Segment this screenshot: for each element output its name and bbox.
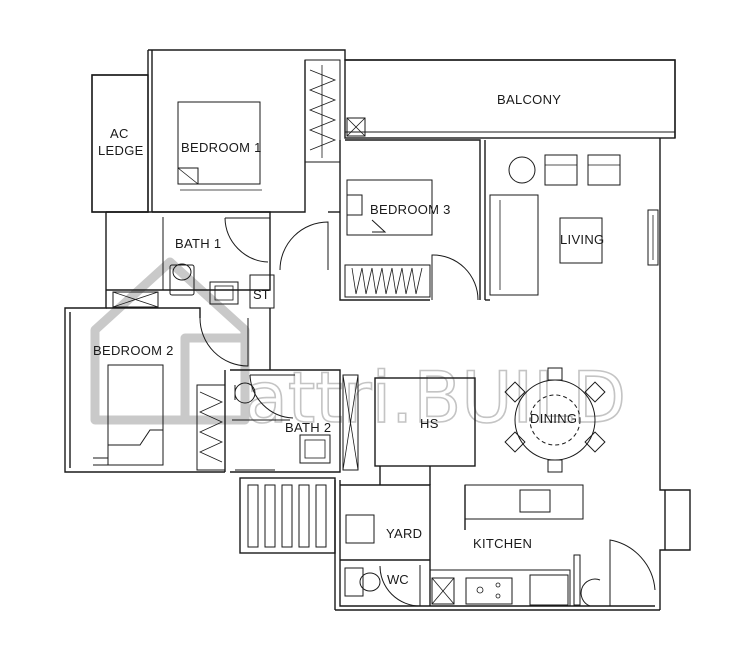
house-outline-icon xyxy=(90,257,250,425)
outer-walls xyxy=(64,49,691,611)
planter xyxy=(239,477,336,554)
household-shelter: HS xyxy=(374,377,476,485)
yard-label: YARD xyxy=(386,526,422,541)
dining-label: DINING xyxy=(530,411,577,426)
bath-2: BATH 2 xyxy=(230,369,341,473)
bed-2 xyxy=(107,364,164,466)
dining: DINING xyxy=(504,367,606,473)
ac-ledge-label-2: LEDGE xyxy=(98,143,144,158)
wc-label: WC xyxy=(387,572,409,587)
store xyxy=(249,274,275,309)
kitchen-label: KITCHEN xyxy=(473,536,532,551)
bedroom-2: BEDROOM 2 xyxy=(93,307,249,472)
ac-ledge-label-1: AC xyxy=(110,126,129,141)
hs-label: HS xyxy=(420,416,439,431)
bedroom-1: BEDROOM 1 xyxy=(152,59,366,213)
living-label: LIVING xyxy=(560,232,604,247)
bedroom-2-label: BEDROOM 2 xyxy=(93,343,174,358)
bedroom-3-label: BEDROOM 3 xyxy=(370,202,451,217)
balcony: BALCONY xyxy=(344,59,676,139)
bath-2-label: BATH 2 xyxy=(285,420,331,435)
sofa xyxy=(489,194,539,296)
balcony-label: BALCONY xyxy=(497,92,561,107)
bedroom-1-label: BEDROOM 1 xyxy=(181,140,262,155)
kitchen-area: KITCHEN YARD WC xyxy=(340,484,656,607)
living: LIVING xyxy=(489,154,659,296)
bedroom-3: BEDROOM 3 xyxy=(339,139,486,301)
bath-1: BATH 1 ST xyxy=(106,211,275,309)
bed-3 xyxy=(346,179,433,236)
store-label: ST xyxy=(253,287,270,302)
bed-1 xyxy=(177,101,261,185)
bath-1-label: BATH 1 xyxy=(175,236,221,251)
